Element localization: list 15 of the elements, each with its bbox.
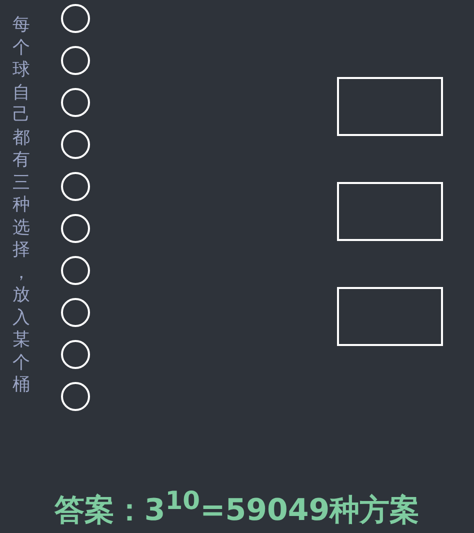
answer-text: 答案：3$^{10}$=59049种方案 xyxy=(53,486,421,530)
ball-circle xyxy=(61,256,90,285)
bucket-box xyxy=(337,287,443,346)
ball-circle xyxy=(61,88,90,117)
bucket-box xyxy=(337,77,443,136)
vertical-note: 每个球自己都有三种选择，放入某个桶 xyxy=(12,14,31,396)
ball-circle xyxy=(61,340,90,369)
ball-circle xyxy=(61,4,90,33)
ball-circle xyxy=(61,382,90,411)
ball-circle xyxy=(61,46,90,75)
ball-circle xyxy=(61,214,90,243)
ball-circle xyxy=(61,298,90,327)
bucket-box xyxy=(337,182,443,241)
ball-circle xyxy=(61,130,90,159)
ball-circle xyxy=(61,172,90,201)
